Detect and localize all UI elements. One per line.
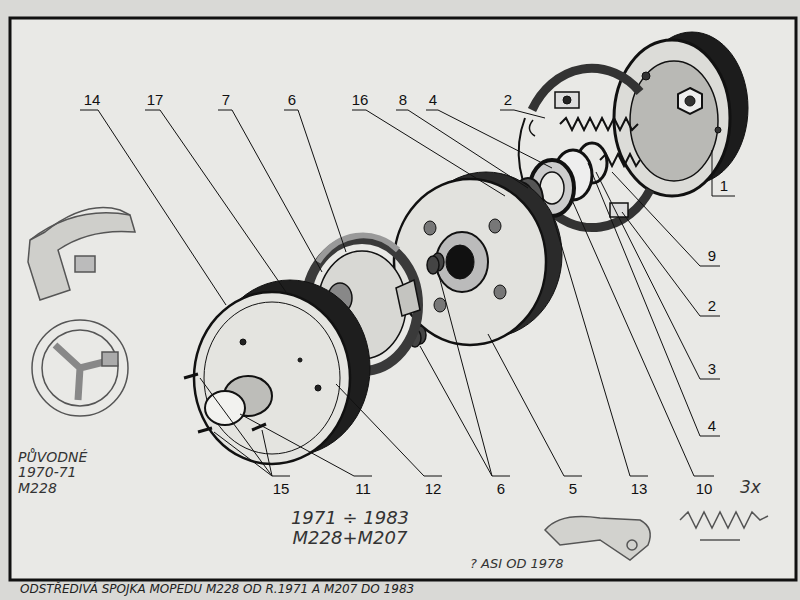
callout-number: 14 — [84, 92, 101, 109]
callout-number: 15 — [273, 481, 290, 498]
callout-number: 8 — [399, 92, 407, 109]
handwritten-note: PŮVODNÉ 1970-71 M228 — [18, 450, 98, 496]
callout-number: 10 — [696, 481, 713, 498]
callout-number: 13 — [631, 481, 648, 498]
callout-number: 9 — [708, 248, 716, 265]
callout-number: 17 — [147, 92, 164, 109]
callout-number: 12 — [425, 481, 442, 498]
callout-number: 6 — [288, 92, 296, 109]
callout-number: 2 — [504, 92, 512, 109]
callout-number: 16 — [352, 92, 369, 109]
callout-number: 4 — [708, 418, 716, 435]
callout-number: 1 — [720, 178, 728, 195]
callout-number: 4 — [429, 92, 437, 109]
caption: ODSTŘEDIVÁ SPOJKA MOPEDU M228 OD R.1971 … — [20, 583, 414, 596]
handwritten-note: 3x — [740, 478, 790, 497]
callout-number: 7 — [222, 92, 230, 109]
callout-number: 11 — [355, 481, 371, 498]
handwritten-note: 1971 ÷ 1983 M228+M207 — [270, 508, 430, 548]
handwritten-note: ? ASI OD 1978 — [470, 557, 600, 571]
callout-number: 3 — [708, 361, 716, 378]
callout-number: 6 — [497, 481, 505, 498]
callout-number: 5 — [569, 481, 577, 498]
callout-number: 2 — [708, 298, 716, 315]
